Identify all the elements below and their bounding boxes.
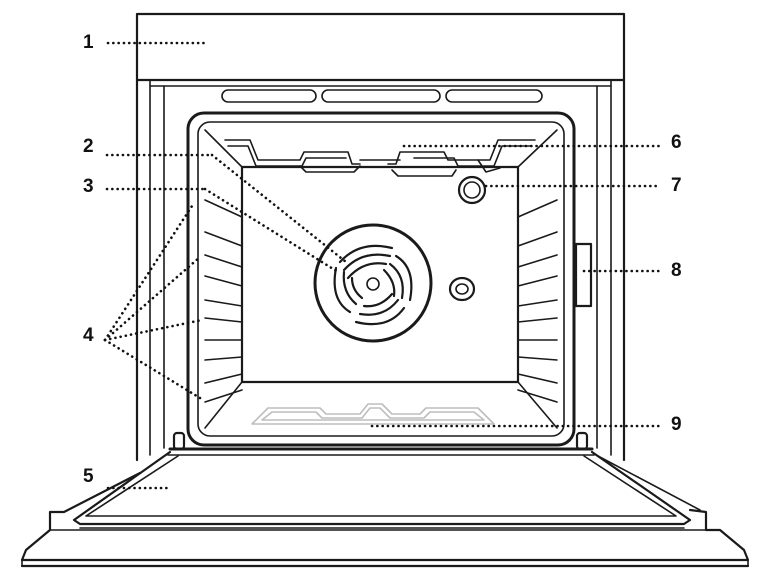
open-door bbox=[20, 447, 750, 568]
callout-5: 5 bbox=[83, 466, 94, 487]
shelf-guides-right bbox=[517, 199, 558, 403]
leader-line-4a bbox=[103, 204, 194, 342]
fan-blades bbox=[333, 244, 413, 326]
leader-line-3b bbox=[203, 187, 340, 274]
leader-line-4b bbox=[103, 255, 202, 342]
callout-9: 9 bbox=[671, 414, 682, 435]
callout-1: 1 bbox=[83, 32, 94, 53]
leader-lines bbox=[103, 41, 662, 490]
shelf-guides-left bbox=[204, 199, 243, 403]
top-heating-element bbox=[224, 139, 536, 177]
callout-6: 6 bbox=[671, 132, 682, 153]
top-vents bbox=[221, 89, 543, 103]
leader-line-2b bbox=[210, 153, 348, 264]
oven-lamp bbox=[457, 175, 487, 205]
callout-4: 4 bbox=[83, 325, 94, 346]
identification-plate bbox=[574, 242, 593, 308]
control-panel bbox=[135, 12, 626, 82]
bottom-heating-element bbox=[251, 403, 495, 425]
callout-8: 8 bbox=[671, 260, 682, 281]
back-wall-socket bbox=[448, 276, 476, 302]
leader-line-4d bbox=[103, 338, 202, 400]
callout-2: 2 bbox=[83, 136, 94, 157]
leader-line-4c bbox=[103, 318, 204, 342]
callout-7: 7 bbox=[671, 175, 682, 196]
callout-3: 3 bbox=[83, 176, 94, 197]
oven-cavity bbox=[186, 111, 576, 447]
door-hinges bbox=[172, 431, 589, 451]
callout-labels: 1 2 3 4 5 6 7 8 9 bbox=[83, 32, 682, 487]
cabinet-frame bbox=[135, 78, 626, 462]
